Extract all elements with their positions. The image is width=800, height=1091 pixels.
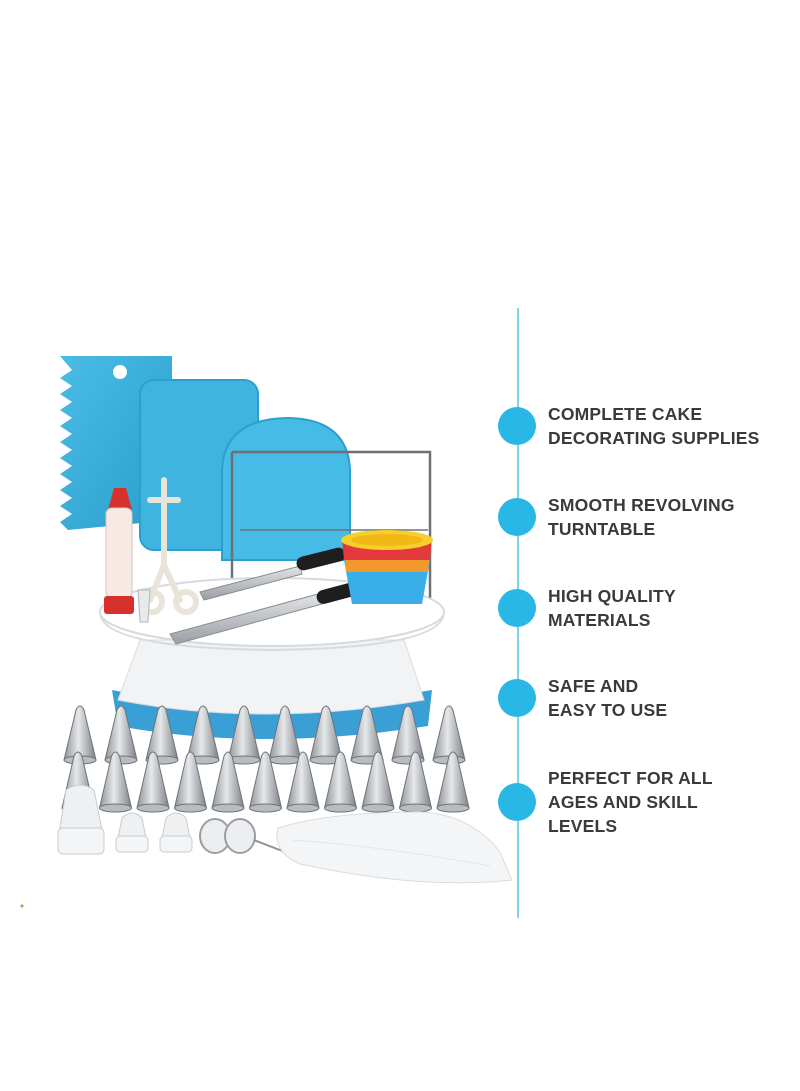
piping-tip-rim — [361, 803, 395, 813]
piping-tip-rim — [136, 803, 170, 813]
piping-tip-rim — [286, 803, 320, 813]
feature-text-line: SAFE AND — [548, 676, 639, 696]
piping-tip-rim — [268, 755, 302, 765]
piping-tip-rim — [211, 803, 245, 813]
feature-item: HIGH QUALITY MATERIALS — [498, 578, 788, 638]
small-coupler — [115, 812, 149, 853]
feature-text: SAFE AND EASY TO USE — [548, 668, 667, 728]
flower-lifter — [139, 477, 199, 615]
bullet-dot-icon — [498, 679, 536, 717]
feature-text-line: AGES AND SKILL — [548, 792, 698, 812]
bullet-dot-icon — [498, 783, 536, 821]
piping-tip — [286, 751, 320, 809]
piping-pen — [104, 488, 134, 614]
feature-text-line: DECORATING SUPPLIES — [548, 428, 760, 448]
piping-tip — [248, 751, 283, 809]
feature-item: SMOOTH REVOLVING TURNTABLE — [498, 487, 788, 547]
piping-tip — [186, 705, 220, 761]
piping-tip — [104, 705, 138, 761]
piping-tip — [350, 705, 384, 761]
bullet-dot-icon — [498, 407, 536, 445]
bullet-dot-icon — [498, 498, 536, 536]
piping-tip — [323, 751, 358, 809]
piping-tip-rim — [436, 803, 470, 813]
spatula-set — [169, 547, 368, 645]
piping-tip-rim — [324, 803, 357, 813]
round-scraper — [221, 416, 351, 561]
piping-tip — [268, 705, 302, 761]
bullet-dot-icon — [498, 589, 536, 627]
feature-item: PERFECT FOR ALL AGES AND SKILL LEVELS — [498, 760, 788, 844]
pastry-bags — [276, 811, 513, 884]
feature-text: HIGH QUALITY MATERIALS — [548, 578, 676, 638]
piping-tip — [227, 705, 261, 761]
feature-text-line: EASY TO USE — [548, 700, 668, 720]
large-coupler — [57, 784, 105, 855]
feature-text-line: LEVELS — [548, 816, 618, 836]
feature-text-line: MATERIALS — [548, 610, 651, 630]
piping-tip — [211, 751, 245, 809]
flower-nail — [137, 589, 151, 623]
feature-text-line: COMPLETE CAKE — [548, 404, 703, 424]
feature-item: COMPLETE CAKE DECORATING SUPPLIES — [498, 396, 788, 456]
piping-tip — [173, 751, 208, 809]
silicone-cups — [341, 530, 433, 604]
piping-tip-rim — [99, 803, 132, 813]
piping-tip — [391, 705, 425, 761]
piping-tip — [136, 751, 170, 809]
feature-text-line: SMOOTH REVOLVING — [548, 495, 735, 515]
feature-text-line: TURNTABLE — [548, 519, 656, 539]
piping-tips-row — [63, 705, 466, 765]
piping-tip — [63, 705, 97, 761]
piping-tip — [432, 705, 466, 761]
small-coupler — [159, 812, 193, 853]
feature-text-line: PERFECT FOR ALL — [548, 768, 713, 788]
piping-tip — [398, 751, 433, 809]
feature-text: PERFECT FOR ALL AGES AND SKILL LEVELS — [548, 760, 713, 844]
piping-tip — [309, 705, 343, 761]
speck — [20, 904, 24, 908]
piping-tip-rim — [174, 803, 207, 813]
piping-tip — [145, 705, 179, 761]
feature-text: COMPLETE CAKE DECORATING SUPPLIES — [548, 396, 760, 456]
scraper-set — [60, 356, 351, 561]
feature-text-line: HIGH QUALITY — [548, 586, 676, 606]
piping-tip — [436, 751, 470, 809]
piping-tip — [361, 751, 395, 809]
piping-tip-rim — [399, 803, 432, 813]
feature-text: SMOOTH REVOLVING TURNTABLE — [548, 487, 735, 547]
flower-nails — [199, 818, 286, 854]
piping-tip-rim — [249, 803, 282, 813]
piping-tip — [98, 751, 133, 809]
feature-item: SAFE AND EASY TO USE — [498, 668, 788, 728]
